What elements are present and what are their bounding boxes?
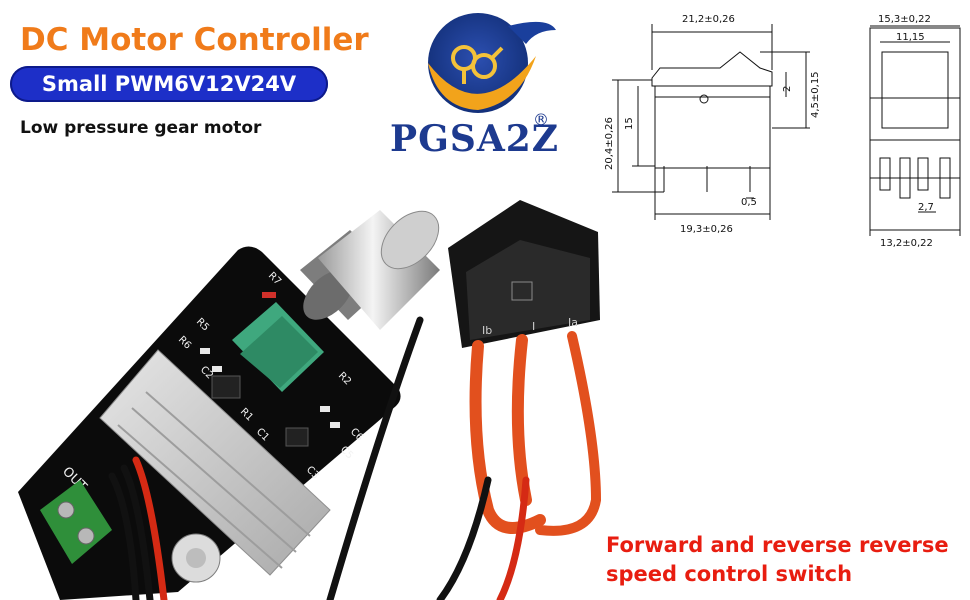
product-subtitle: Low pressure gear motor bbox=[20, 118, 262, 138]
product-title: DC Motor Controller bbox=[20, 22, 369, 58]
side-view-body bbox=[869, 27, 961, 179]
dim-base-width: 19,3±0,26 bbox=[680, 224, 733, 235]
dim-overall-height: 20,4±0,26 bbox=[604, 117, 615, 170]
registered-mark: ® bbox=[533, 110, 549, 129]
speed-knob-icon bbox=[300, 210, 440, 330]
heatsink bbox=[99, 349, 331, 576]
caption-line-2: speed control switch bbox=[606, 562, 853, 586]
product-photo: R6 R5 R7 C2 R1 R2 C1 C3 C5 C6 OUT Ib I I… bbox=[18, 200, 602, 600]
dim-rocker: 2 bbox=[782, 86, 793, 92]
dim-side-base: 13,2±0,22 bbox=[880, 238, 933, 249]
dim-side-inner: 11,15 bbox=[896, 32, 925, 43]
front-view-rocker bbox=[651, 51, 773, 87]
dim-top-height: 4,5±0,15 bbox=[810, 71, 821, 118]
dim-body-height: 15 bbox=[624, 117, 635, 130]
svg-text:Ia: Ia bbox=[568, 316, 578, 329]
switch-dimension-drawing: 21,2±0,26 20,4±0,26 15 2 4,5±0,15 0,5 19… bbox=[604, 14, 961, 249]
brand-logo-icon bbox=[428, 13, 556, 113]
brand-name: PGSA2Z bbox=[390, 118, 560, 160]
dim-pin: 0,5 bbox=[741, 197, 757, 208]
dim-width: 21,2±0,26 bbox=[682, 14, 735, 25]
dim-side-width: 15,3±0,22 bbox=[878, 14, 931, 25]
caption-line-1: Forward and reverse reverse bbox=[606, 533, 949, 557]
dim-pin-spacing: 2,7 bbox=[918, 202, 934, 213]
svg-text:Ib: Ib bbox=[482, 324, 492, 337]
model-badge: Small PWM6V12V24V bbox=[10, 66, 328, 102]
front-view-body bbox=[654, 85, 771, 169]
terminal-block bbox=[40, 480, 112, 564]
svg-text:I: I bbox=[532, 320, 535, 333]
feature-caption: Forward and reverse reverse speed contro… bbox=[606, 531, 949, 589]
